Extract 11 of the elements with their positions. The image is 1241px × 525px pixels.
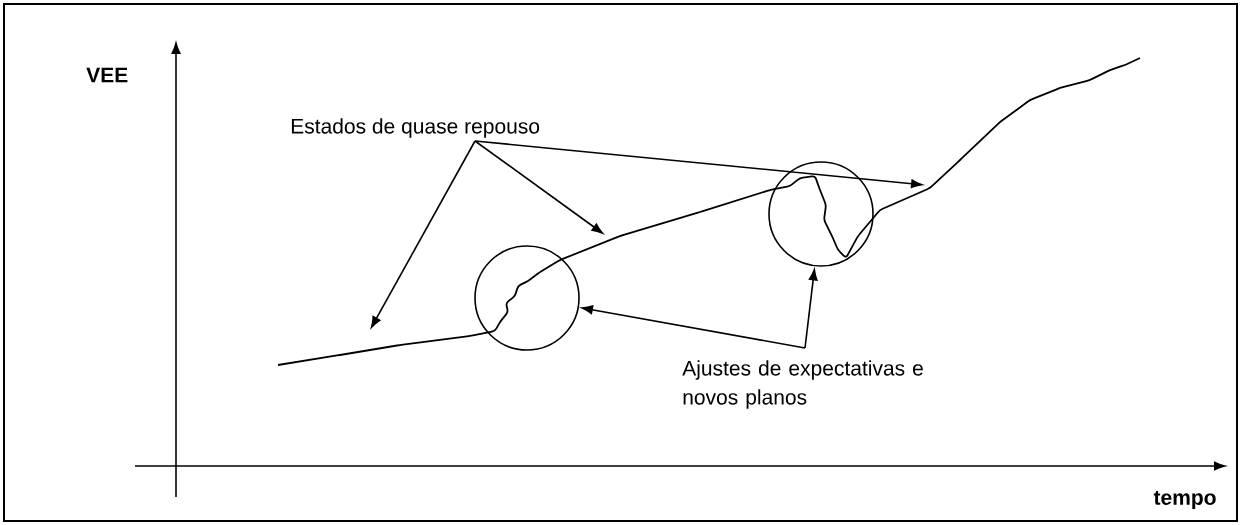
annotation-text: Ajustes de expectativas e novos planos: [682, 360, 923, 409]
axis-label: VEE: [86, 67, 128, 83]
arrow: [474, 140, 603, 234]
arrow: [804, 269, 818, 349]
arrow: [474, 140, 923, 189]
axis-label: tempo: [1153, 491, 1216, 510]
arrow: [370, 140, 476, 328]
circle-outline: [474, 245, 580, 351]
arrow: [581, 305, 806, 349]
circle-outline: [768, 161, 874, 267]
annotation-text: Estados de quase repouso: [291, 118, 540, 138]
